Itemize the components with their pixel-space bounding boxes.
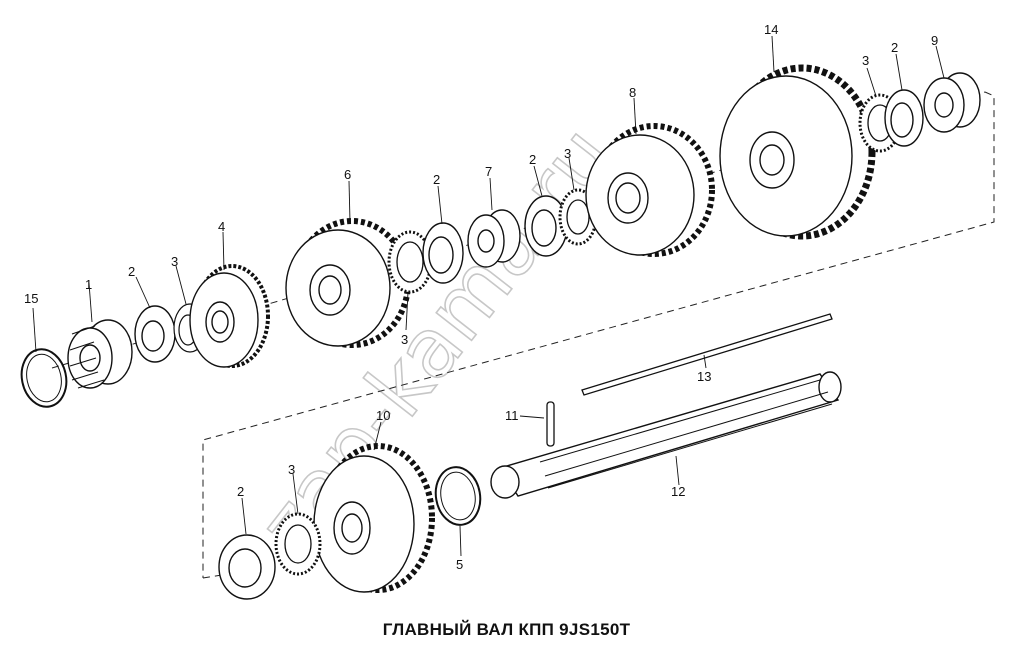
callout-2: 2 — [237, 484, 244, 499]
callout-10: 10 — [376, 408, 390, 423]
callout-2: 2 — [433, 172, 440, 187]
callout-3: 3 — [401, 332, 408, 347]
gear-4 — [189, 264, 270, 368]
rod-13 — [581, 313, 833, 396]
splined-hub-1 — [67, 319, 133, 389]
bearing-ring-2b — [422, 222, 464, 284]
diagram-caption: ГЛАВНЫЙ ВАЛ КПП 9JS150T — [382, 620, 631, 639]
splined-hub-7 — [467, 209, 521, 268]
callout-9: 9 — [931, 33, 938, 48]
callout-labels: 15 1 2 3 4 6 3 2 7 2 3 8 14 3 2 9 13 11 … — [24, 22, 938, 572]
callout-15: 15 — [24, 291, 38, 306]
callout-13: 13 — [697, 369, 711, 384]
callout-2: 2 — [891, 40, 898, 55]
callout-7: 7 — [485, 164, 492, 179]
callout-2: 2 — [529, 152, 536, 167]
splined-hub-9 — [923, 72, 981, 133]
callout-2: 2 — [128, 264, 135, 279]
callout-8: 8 — [629, 85, 636, 100]
bearing-ring-2a — [134, 305, 176, 363]
callout-12: 12 — [671, 484, 685, 499]
callout-11: 11 — [505, 408, 519, 423]
gear-10 — [313, 443, 435, 593]
callout-4: 4 — [218, 219, 225, 234]
bearing-ring-2e — [218, 534, 276, 600]
gear-14 — [719, 64, 876, 240]
bearing-ring-2d — [884, 89, 924, 147]
snap-ring-5 — [434, 466, 482, 526]
pin-11 — [546, 401, 555, 447]
gear-6 — [285, 218, 411, 348]
callout-6: 6 — [344, 167, 351, 182]
needle-bearing-3e — [274, 512, 322, 576]
callout-3: 3 — [564, 146, 571, 161]
callout-1: 1 — [85, 277, 92, 292]
gear-8 — [585, 123, 715, 257]
snap-ring-15 — [20, 348, 68, 408]
main-shaft-12 — [490, 371, 842, 499]
callout-14: 14 — [764, 22, 778, 37]
callout-3: 3 — [862, 53, 869, 68]
leader-lines — [32, 35, 945, 557]
bearing-ring-2c — [524, 195, 568, 257]
callout-3: 3 — [288, 462, 295, 477]
callout-3: 3 — [171, 254, 178, 269]
callout-5: 5 — [456, 557, 463, 572]
